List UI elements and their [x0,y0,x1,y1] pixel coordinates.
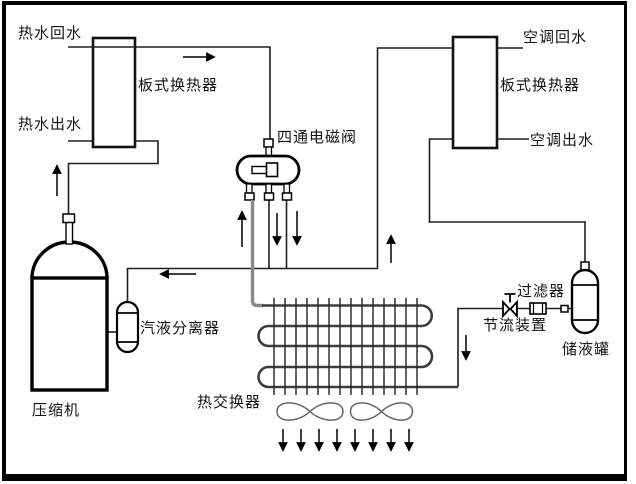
label-ac-return: 空调回水 [523,28,588,46]
flow-arrows [52,52,471,452]
label-compressor: 压缩机 [32,401,81,419]
label-four-way-valve: 四通电磁阀 [277,128,358,146]
pipe-hx-to-receiver [428,138,586,262]
throttle-valve-symbol [502,293,518,319]
label-plate-hx-left: 板式换热器 [138,76,219,94]
label-throttle: 节流装置 [483,316,548,334]
pipe-liquid-line [457,307,572,387]
label-receiver: 储液罐 [562,340,611,358]
pipe-compressor-discharge [67,140,159,214]
pipe-valve-to-coil-gray [250,200,263,308]
compressor-symbol [30,213,109,392]
fan-symbols [276,402,414,421]
right-plate-heat-exchanger-symbol [451,35,499,150]
fan-symbol-right [349,402,414,421]
label-separator: 汽液分离器 [140,319,221,337]
four-way-valve-symbol [235,138,301,201]
left-plate-heat-exchanger-symbol [91,36,137,149]
coil-fins [273,298,418,395]
vapor-liquid-separator-symbol [115,300,140,354]
label-filter: 过滤器 [517,282,566,300]
coil-serpentine-tube [257,304,458,389]
label-hot-water-return: 热水回水 [18,24,83,42]
filter-symbol [529,302,569,315]
pipe-suction-header [126,47,453,302]
label-ac-out: 空调出水 [530,131,595,149]
finned-coil-heat-exchanger-symbol [257,298,458,395]
pipe-lines [67,46,586,387]
fan-symbol-left [276,402,344,421]
label-plate-hx-right: 板式换热器 [500,76,581,94]
airflow-arrows [278,429,414,452]
label-hot-water-out: 热水出水 [18,115,83,133]
label-heat-exchanger: 热交换器 [197,393,262,411]
liquid-receiver-symbol [570,261,600,335]
